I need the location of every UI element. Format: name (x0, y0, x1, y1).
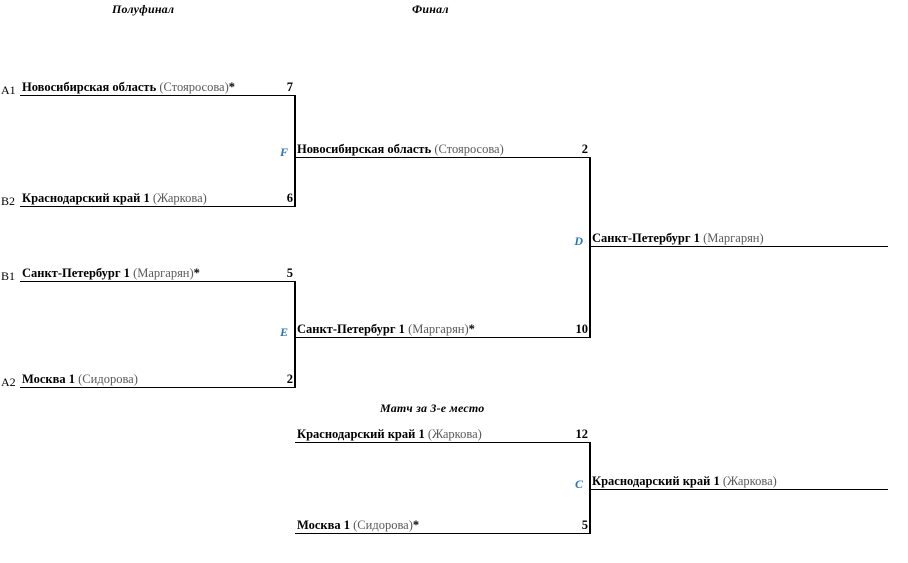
match-letter-f: F (279, 145, 288, 159)
heading-third-place: Матч за 3-е место (380, 401, 485, 415)
coach-name: (Жаркова) (152, 191, 207, 205)
slot-champion[interactable]: Санкт-Петербург 1 (Маргарян) (590, 229, 888, 247)
team-name: Краснодарский край 1 (592, 474, 720, 488)
slot-final-bottom[interactable]: Санкт-Петербург 1 (Маргарян)* 10 (295, 320, 591, 338)
slot-score: 6 (286, 191, 293, 205)
slot-label: Санкт-Петербург 1 (Маргарян)* (297, 322, 475, 336)
slot-label: Москва 1 (Сидорова)* (297, 518, 419, 532)
team-name: Краснодарский край 1 (22, 191, 150, 205)
coach-name: (Стояросова) (434, 142, 504, 156)
heading-semifinal: Полуфинал (112, 2, 175, 16)
slot-score: 5 (581, 518, 588, 532)
seed-code-b1: B1 (1, 269, 16, 283)
connector-semifinal-e (294, 281, 296, 388)
heading-final: Финал (412, 2, 449, 16)
slot-third-place-bottom[interactable]: Москва 1 (Сидорова)* 5 (295, 516, 591, 534)
team-name: Санкт-Петербург 1 (22, 266, 130, 280)
team-name: Краснодарский край 1 (297, 427, 425, 441)
connector-third-place-c (589, 442, 591, 534)
slot-score: 10 (575, 322, 589, 336)
slot-label: Санкт-Петербург 1 (Маргарян) (592, 231, 764, 245)
team-name: Москва 1 (297, 518, 351, 532)
coach-name: (Маргарян) (703, 231, 764, 245)
slot-label: Краснодарский край 1 (Жаркова) (592, 474, 777, 488)
slot-score: 12 (575, 427, 589, 441)
match-letter-c: C (574, 477, 583, 491)
team-name: Санкт-Петербург 1 (297, 322, 405, 336)
seed-star: * (468, 322, 475, 336)
seed-code-a1: A1 (1, 83, 16, 97)
slot-semifinal-e-bottom[interactable]: Москва 1 (Сидорова) 2 (20, 370, 296, 388)
slot-label: Краснодарский край 1 (Жаркова) (297, 427, 482, 441)
seed-star: * (193, 266, 200, 280)
slot-score: 7 (286, 80, 293, 94)
coach-name: (Стояросова) (159, 80, 229, 94)
slot-score: 2 (581, 142, 588, 156)
slot-label: Санкт-Петербург 1 (Маргарян)* (22, 266, 200, 280)
slot-score: 5 (286, 266, 293, 280)
connector-final-d (589, 157, 591, 338)
team-name: Новосибирская область (22, 80, 157, 94)
slot-label: Краснодарский край 1 (Жаркова) (22, 191, 207, 205)
coach-name: (Жаркова) (427, 427, 482, 441)
coach-name: (Маргарян) (133, 266, 194, 280)
coach-name: (Сидорова) (78, 372, 138, 386)
seed-code-a2: A2 (1, 375, 16, 389)
slot-label: Москва 1 (Сидорова) (22, 372, 138, 386)
slot-third-place-winner[interactable]: Краснодарский край 1 (Жаркова) (590, 472, 888, 490)
coach-name: (Жаркова) (722, 474, 777, 488)
slot-score: 2 (286, 372, 293, 386)
slot-semifinal-e-top[interactable]: Санкт-Петербург 1 (Маргарян)* 5 (20, 264, 296, 282)
slot-label: Новосибирская область (Стояросова) (297, 142, 504, 156)
seed-star: * (412, 518, 420, 532)
slot-semifinal-f-top[interactable]: Новосибирская область (Стояросова)* 7 (20, 78, 296, 96)
team-name: Москва 1 (22, 372, 76, 386)
seed-code-b2: B2 (1, 194, 16, 208)
connector-semifinal-f (294, 95, 296, 207)
team-name: Санкт-Петербург 1 (592, 231, 700, 245)
slot-final-top[interactable]: Новосибирская область (Стояросова) 2 (295, 140, 591, 158)
slot-third-place-top[interactable]: Краснодарский край 1 (Жаркова) 12 (295, 425, 591, 443)
slot-semifinal-f-bottom[interactable]: Краснодарский край 1 (Жаркова) 6 (20, 189, 296, 207)
coach-name: (Маргарян) (408, 322, 469, 336)
seed-star: * (228, 80, 236, 94)
slot-label: Новосибирская область (Стояросова)* (22, 80, 235, 94)
match-letter-e: E (279, 325, 288, 339)
match-letter-d: D (574, 234, 583, 248)
team-name: Новосибирская область (297, 142, 432, 156)
coach-name: (Сидорова) (353, 518, 413, 532)
